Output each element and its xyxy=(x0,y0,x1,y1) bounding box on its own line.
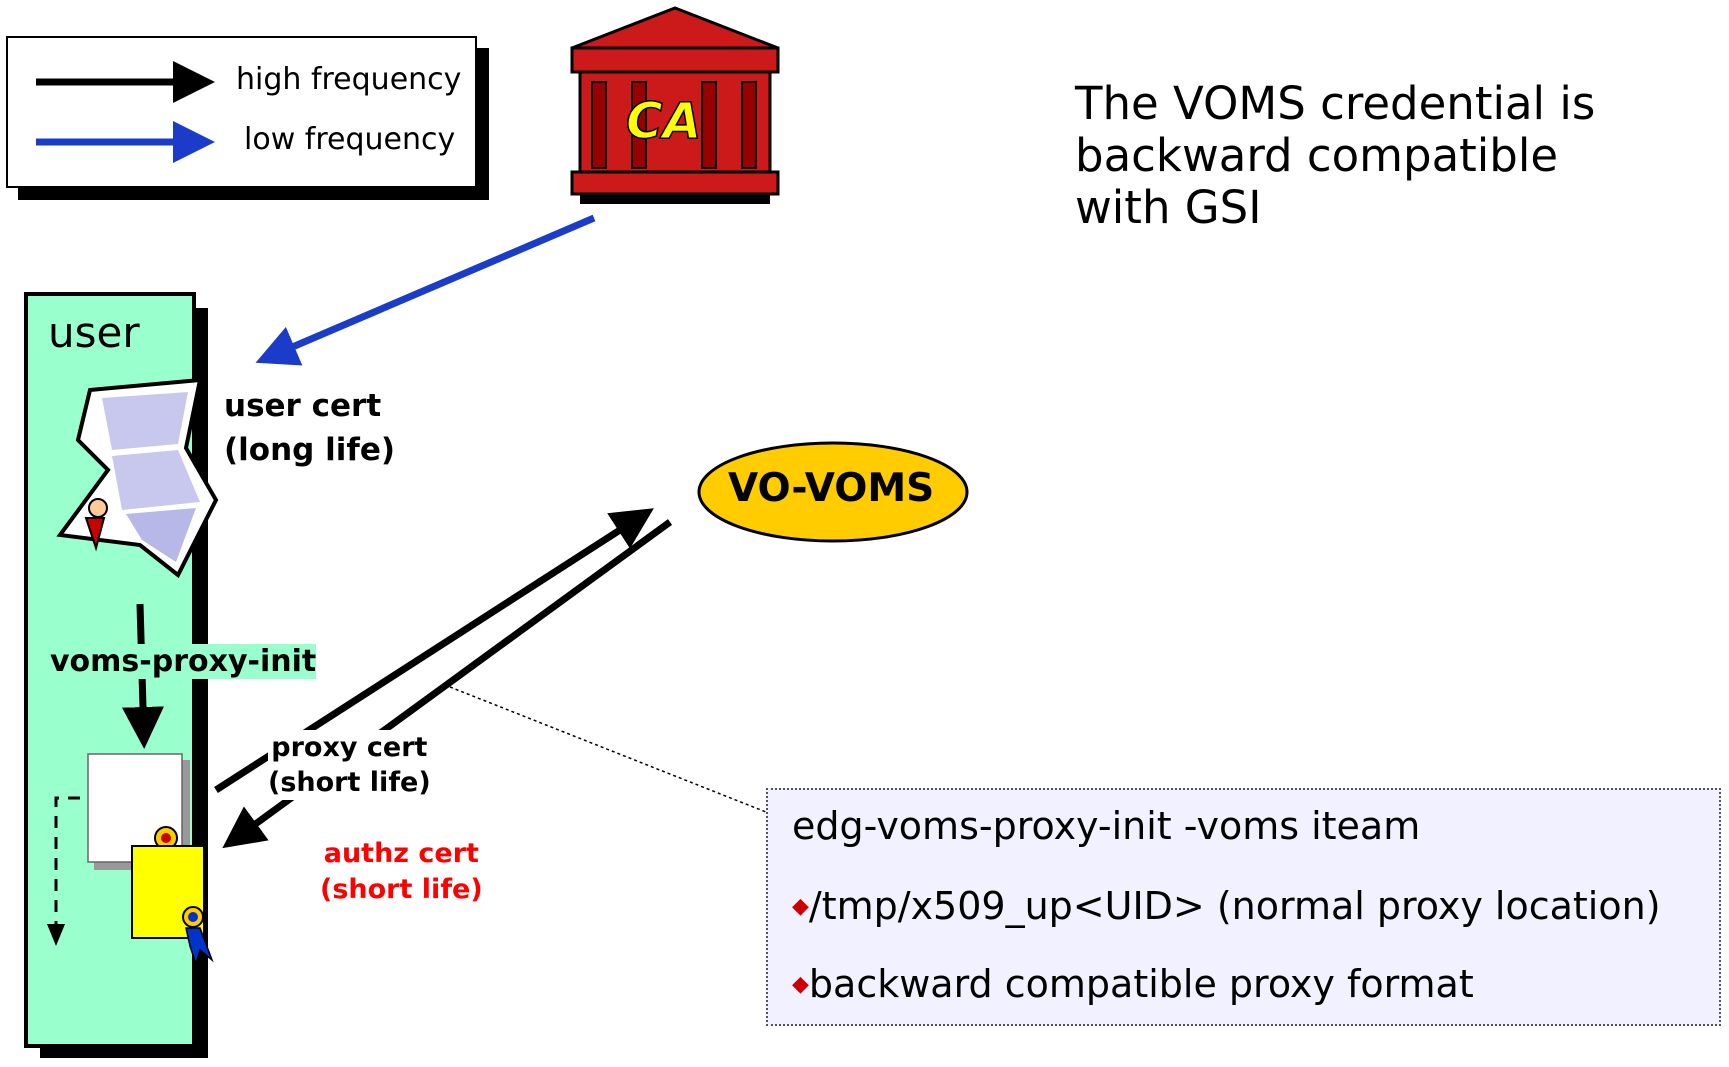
legend-low-frequency-label: low frequency xyxy=(244,122,456,157)
proxy-cert-label: proxy cert (short life) xyxy=(268,730,431,800)
proxy-cert-line2: (short life) xyxy=(268,767,431,798)
legend-high-frequency-label: high frequency xyxy=(236,62,462,97)
user-cert-line2: (long life) xyxy=(224,432,396,468)
command-text: edg-voms-proxy-init -voms iteam xyxy=(792,804,1421,848)
user-panel-title: user xyxy=(48,308,140,357)
legend-box: high frequency low frequency xyxy=(6,36,477,188)
statement-line3: with GSI xyxy=(1075,181,1262,234)
proxy-cert-line1: proxy cert xyxy=(271,732,428,763)
vo-voms-node xyxy=(697,441,969,543)
user-certificate-icon xyxy=(56,377,219,579)
user-cert-line1: user cert xyxy=(224,388,382,424)
compatibility-statement: The VOMS credential is backward compatib… xyxy=(1075,78,1595,234)
bullet-proxy-format-text: backward compatible proxy format xyxy=(808,962,1474,1006)
bullet-proxy-format: ◆backward compatible proxy format xyxy=(792,962,1474,1006)
statement-line2: backward compatible xyxy=(1075,129,1559,182)
statement-line1: The VOMS credential is xyxy=(1075,77,1596,130)
command-box: edg-voms-proxy-init -voms iteam ◆/tmp/x5… xyxy=(766,788,1721,1026)
vo-voms-label: VO-VOMS xyxy=(728,466,935,511)
diamond-bullet-icon: ◆ xyxy=(792,972,809,997)
voms-proxy-init-label: voms-proxy-init xyxy=(50,644,317,679)
dashed-connector xyxy=(47,796,80,946)
diamond-bullet-icon: ◆ xyxy=(792,894,809,919)
authz-cert-label: authz cert (short life) xyxy=(320,836,483,908)
authz-cert-line2: (short life) xyxy=(320,874,483,905)
authz-cert-line1: authz cert xyxy=(323,838,479,869)
authz-document-icon xyxy=(131,826,214,967)
ca-building-icon xyxy=(570,6,780,204)
bullet-proxy-location-text: /tmp/x509_up<UID> (normal proxy location… xyxy=(808,884,1661,928)
ca-label: CA xyxy=(625,91,702,151)
legend-arrows xyxy=(36,61,215,163)
leader-line xyxy=(449,686,767,813)
user-cert-label: user cert (long life) xyxy=(224,384,395,472)
bullet-proxy-location: ◆/tmp/x509_up<UID> (normal proxy locatio… xyxy=(792,884,1661,928)
ca-to-user-arrow xyxy=(255,214,596,366)
